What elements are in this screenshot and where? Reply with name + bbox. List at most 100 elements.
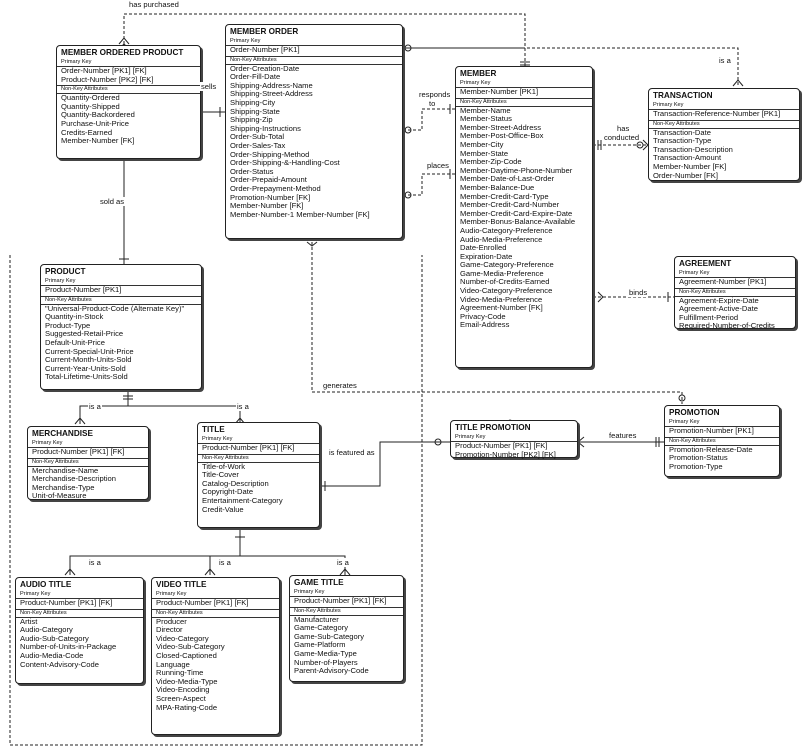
entity-video-title[interactable]: VIDEO TITLE Primary Key Product-Number [… [151, 577, 280, 735]
attribute: Email-Address [460, 321, 510, 330]
attribute: Member-Number [FK] [61, 137, 135, 146]
key-attributes: Product-Number [PK1] [FK] [28, 448, 148, 459]
crow-is-a-trans [732, 79, 744, 87]
attribute: Credits-Earned [61, 128, 113, 137]
attribute: Producer [156, 617, 187, 626]
entity-name: TRANSACTION [653, 91, 713, 100]
entity-member[interactable]: MEMBER Primary Key Member-Number [PK1] N… [455, 66, 593, 368]
attribute: Member-City [460, 140, 504, 149]
entity-member-ordered-product[interactable]: MEMBER ORDERED PRODUCT Primary Key Order… [56, 45, 201, 159]
non-key-label: Non-Key Attributes [649, 121, 799, 129]
rel-has-purchased: has purchased [128, 0, 180, 9]
circle-conducted [636, 141, 644, 149]
entity-name: TITLE PROMOTION [455, 423, 531, 432]
circle-featured [434, 438, 442, 446]
entity-game-title[interactable]: GAME TITLE Primary Key Product-Number [P… [289, 575, 404, 682]
entity-title-promotion[interactable]: TITLE PROMOTION Primary Key Product-Numb… [450, 420, 578, 458]
key-attributes: Transaction-Reference-Number [PK1] [649, 110, 799, 121]
attribute: Game-Sub-Category [294, 632, 365, 641]
non-key-label: Non-Key Attributes [290, 608, 403, 616]
primary-key-label: Primary Key [16, 591, 143, 599]
line-responds-to [403, 108, 455, 131]
attribute: Order-Shipping-Method [230, 150, 310, 159]
bar-member-top [520, 61, 530, 66]
non-key-attributes: Merchandise-Name Merchandise-Description… [28, 467, 148, 501]
attribute: Video-Media-Preference [460, 295, 543, 304]
attribute: Member-Status [460, 115, 512, 124]
attribute: Order-Number [FK] [653, 171, 718, 180]
attribute: Audio-Sub-Category [20, 634, 89, 643]
primary-key-label: Primary Key [152, 591, 279, 599]
entity-agreement[interactable]: AGREEMENT Primary Key Agreement-Number [… [674, 256, 796, 331]
attribute: Purchase-Unit-Price [61, 119, 129, 128]
attribute: Transaction-Type [653, 137, 712, 146]
crow-merchandise [74, 417, 86, 425]
attribute: Fulfillment-Period [679, 313, 739, 322]
line-supertype-boundary [9, 255, 423, 746]
bar-conducted [597, 140, 602, 150]
primary-key-label: Primary Key [198, 436, 319, 444]
attribute: Product-Number [PK2] [FK] [61, 75, 154, 84]
attribute: Default-Unit-Price [45, 338, 105, 347]
non-key-label: Non-Key Attributes [41, 297, 201, 305]
rel-is-a-title: is a [236, 402, 250, 411]
attribute: Order-Prepayment-Method [230, 184, 321, 193]
attribute: Parent-Advisory-Code [294, 667, 369, 676]
entity-transaction[interactable]: TRANSACTION Primary Key Transaction-Refe… [648, 88, 800, 181]
attribute: Merchandise-Type [32, 483, 95, 492]
attribute: Shipping-Instructions [230, 124, 301, 133]
attribute: Shipping-State [230, 107, 280, 116]
attribute: Shipping-Street-Address [230, 90, 313, 99]
non-key-attributes: Quantity-Ordered Quantity-Shipped Quanti… [57, 94, 200, 146]
key-attributes: Product-Number [PK1] [FK] Promotion-Numb… [451, 442, 577, 460]
entity-title[interactable]: TITLE Primary Key Product-Number [PK1] [… [197, 422, 320, 528]
attribute: Member-Post-Office-Box [460, 132, 544, 141]
crow-features [577, 436, 585, 448]
line-is-featured-as [320, 441, 450, 487]
entity-promotion[interactable]: PROMOTION Primary Key Promotion-Number [… [664, 405, 780, 477]
attribute: Game-Category [294, 624, 349, 633]
rel-is-a-transaction: is a [718, 56, 732, 65]
entity-name: MEMBER ORDERED PRODUCT [61, 48, 184, 57]
attribute: Agreement-Number [PK1] [679, 278, 767, 286]
attribute: Game-Media-Type [294, 649, 357, 658]
entity-name: TITLE [202, 425, 225, 434]
non-key-attributes: Agreement-Expire-Date Agreement-Active-D… [675, 297, 795, 331]
line-generates [311, 242, 683, 404]
rel-responds: responds [419, 90, 451, 99]
attribute: Member-Name [460, 106, 511, 115]
attribute: Order-Shipping-&-Handling-Cost [230, 159, 340, 168]
attribute: "Universal-Product-Code (Alternate Key)" [45, 304, 185, 313]
primary-key-label: Primary Key [451, 434, 577, 442]
attribute: Current-Special-Unit-Price [45, 347, 134, 356]
entity-merchandise[interactable]: MERCHANDISE Primary Key Product-Number [… [27, 426, 149, 500]
attribute: Current-Year-Units-Sold [45, 364, 126, 373]
crow-member-order-bottom [306, 241, 318, 247]
entity-name: MERCHANDISE [32, 429, 93, 438]
attribute: Order-Status [230, 167, 274, 176]
entity-member-order[interactable]: MEMBER ORDER Primary Key Order-Number [P… [225, 24, 403, 239]
primary-key-label: Primary Key [456, 80, 592, 88]
attribute: Order-Number [PK1] [FK] [61, 67, 147, 75]
rel-is-featured-as: is featured as [329, 448, 375, 457]
attribute: Content-Advisory-Code [20, 660, 99, 669]
attribute: Member-Number [FK] [653, 162, 727, 171]
attribute: Video-Category [156, 634, 209, 643]
primary-key-label: Primary Key [226, 38, 402, 46]
attribute: Video-Media-Type [156, 677, 218, 686]
attribute: Game-Media-Preference [460, 269, 544, 278]
key-attributes: Order-Number [PK1] [FK] Product-Number [… [57, 67, 200, 87]
attribute: Expiration-Date [460, 252, 513, 261]
crow-conducted [642, 139, 649, 151]
key-attributes: Promotion-Number [PK1] [665, 427, 779, 438]
line-places [403, 173, 455, 196]
attribute: Language [156, 660, 190, 669]
rel-generates: generates [322, 381, 358, 390]
entity-product[interactable]: PRODUCT Primary Key Product-Number [PK1]… [40, 264, 202, 390]
attribute: Quantity-in-Stock [45, 313, 104, 322]
non-key-label: Non-Key Attributes [28, 459, 148, 467]
attribute: Number-of-Units-in-Package [20, 643, 117, 652]
rel-responds-to: to [429, 99, 436, 108]
attribute: Member-Number [PK1] [460, 88, 539, 96]
entity-audio-title[interactable]: AUDIO TITLE Primary Key Product-Number [… [15, 577, 144, 684]
